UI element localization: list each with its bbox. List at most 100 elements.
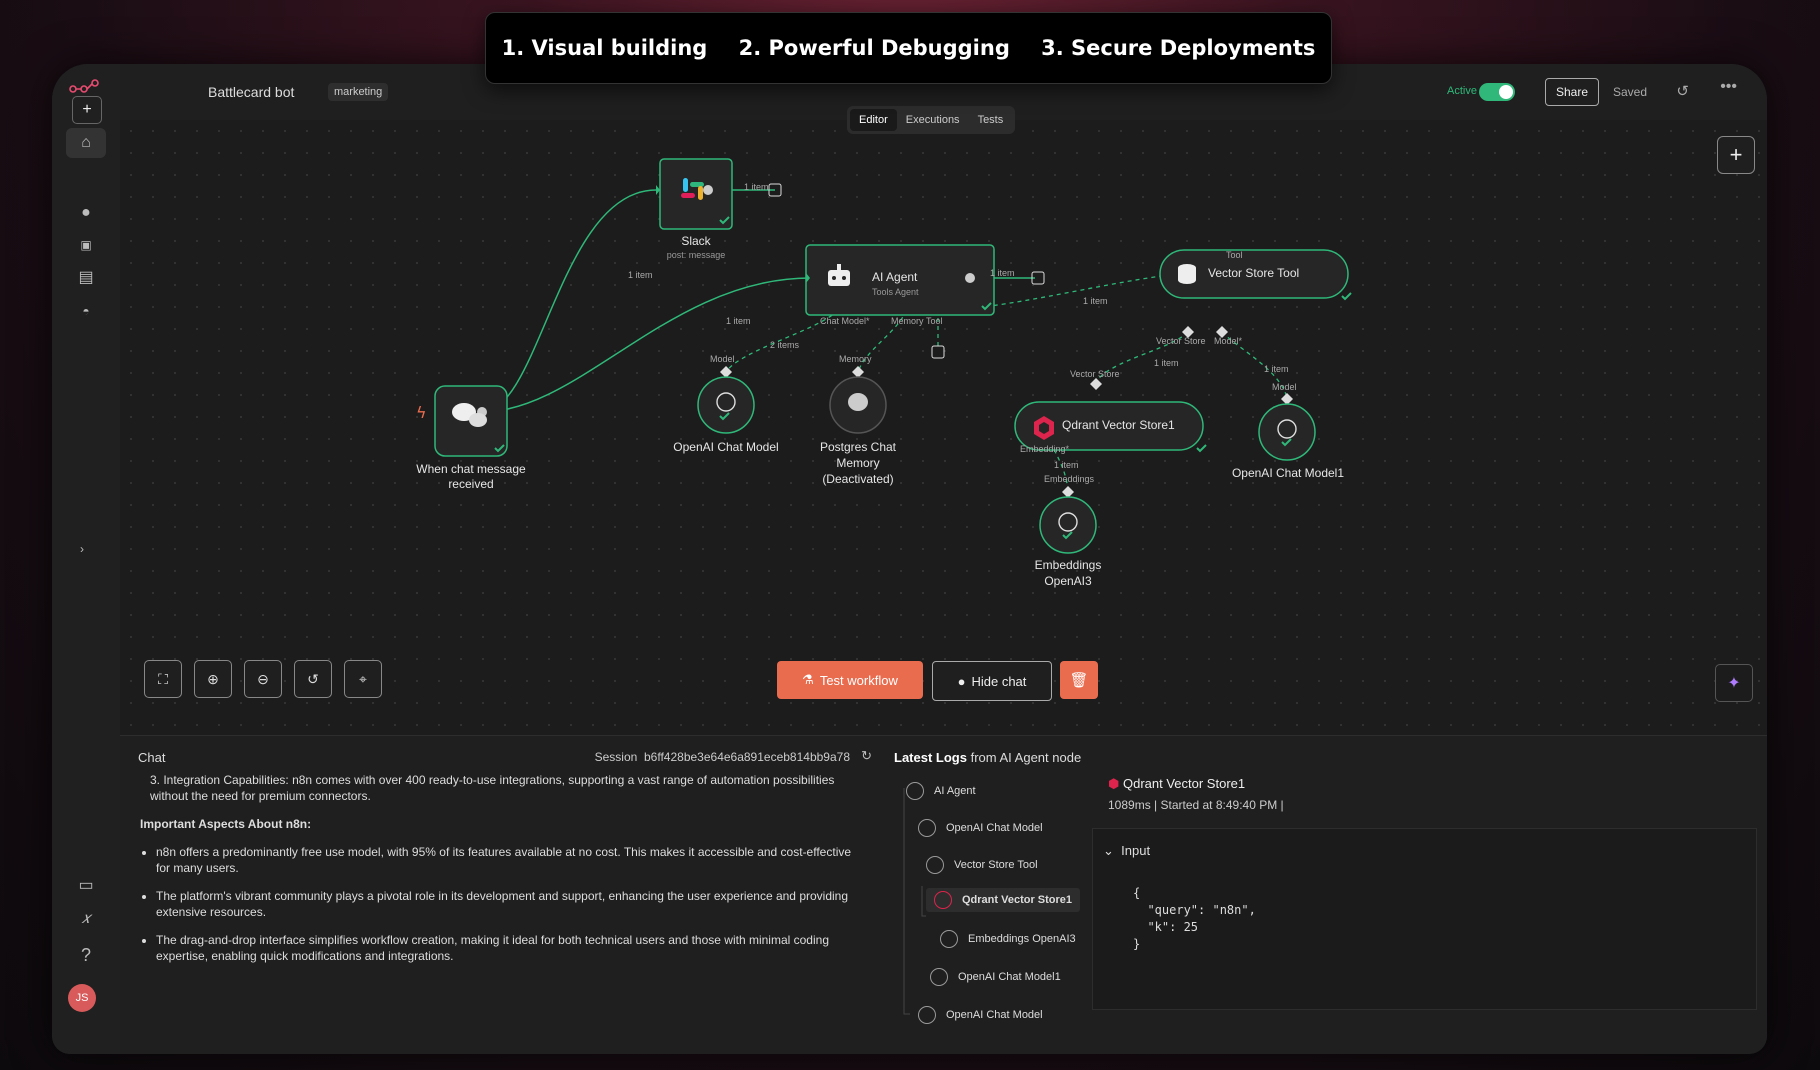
postgres-port: Memory <box>839 354 872 364</box>
workflow-tag[interactable]: marketing <box>328 83 389 101</box>
edge-label: 2 items <box>770 340 800 350</box>
active-toggle[interactable] <box>1479 83 1515 101</box>
tree-item-openai1[interactable]: OpenAI Chat Model1 <box>930 968 1061 986</box>
hide-chat-button[interactable]: ● Hide chat <box>932 661 1052 701</box>
flask-icon: ⚗ <box>802 672 814 687</box>
test-workflow-button[interactable]: ⚗ Test workflow <box>777 661 923 699</box>
chat-line: 3. Integration Capabilities: n8n comes w… <box>150 773 835 803</box>
undo-icon[interactable]: ↺ <box>294 660 332 698</box>
port-tool: Tool <box>926 316 943 326</box>
history-icon[interactable]: ↺ <box>1676 83 1689 100</box>
user-icon[interactable]: ● <box>81 204 91 221</box>
book-icon[interactable]: ▤ <box>78 269 94 286</box>
slack-icon <box>681 178 704 200</box>
delete-icon[interactable]: 🗑 <box>1060 661 1098 699</box>
qdrant-port-bottom: Embedding* <box>1020 444 1070 454</box>
session-info: Session b6ff428be3e64e6a891eceb814bb9a78 <box>595 750 850 764</box>
openai-chat-label: OpenAI Chat Model <box>673 440 779 454</box>
svg-text:ϟ: ϟ <box>416 403 427 422</box>
tree-item-openai2[interactable]: OpenAI Chat Model <box>918 1006 1043 1024</box>
vector-tool-port-model: Model* <box>1214 336 1243 346</box>
sidebar: + ⌂ ● ▣ ▤ ◓ › ▭ 𝑥 ? JS <box>52 64 121 1054</box>
test-workflow-label: Test workflow <box>819 672 898 688</box>
detail-title-text: Qdrant Vector Store1 <box>1122 776 1246 791</box>
logs-title-suffix: from AI Agent node <box>970 750 1082 765</box>
postgres-label-2: Memory <box>836 456 880 470</box>
tree-item-ai-agent[interactable]: AI Agent <box>906 782 976 800</box>
edge-label: 1 item <box>628 270 653 280</box>
zoom-in-icon[interactable]: ⊕ <box>194 660 232 698</box>
share-button[interactable]: Share <box>1544 78 1599 106</box>
robot-icon[interactable]: ▣ <box>80 238 92 252</box>
refresh-session-icon[interactable]: ↻ <box>861 748 872 763</box>
embeddings-shape <box>1039 496 1097 554</box>
edge-model <box>725 309 839 373</box>
qdrant-label: Qdrant Vector Store1 <box>1062 418 1175 432</box>
fit-view-icon[interactable]: ⛶ <box>144 660 182 698</box>
qdrant-port-top: Vector Store <box>1070 369 1120 379</box>
tree-item-vector-tool[interactable]: Vector Store Tool <box>926 856 1038 874</box>
tree-item-embeddings[interactable]: Embeddings OpenAI3 <box>940 930 1076 948</box>
n8n-logo-icon[interactable] <box>66 72 106 102</box>
edge-trigger-agent <box>481 277 811 413</box>
database-icon <box>926 856 944 874</box>
qdrant-shape <box>1014 401 1204 451</box>
tree-lines <box>903 788 926 1015</box>
input-header[interactable]: ⌄ Input <box>1103 843 1150 859</box>
openai-icon-2 <box>1277 419 1297 439</box>
avatar[interactable]: JS <box>68 984 96 1012</box>
tab-editor[interactable]: Editor <box>850 109 897 131</box>
elephant-icon <box>848 393 868 411</box>
robot-icon <box>828 264 850 286</box>
qdrant-icon <box>1034 416 1054 440</box>
vector-tool-label: Vector Store Tool <box>1208 266 1300 280</box>
vector-tool-port-top: Tool <box>1226 250 1243 260</box>
more-icon[interactable]: ••• <box>1720 78 1737 95</box>
qdrant-icon <box>934 891 952 909</box>
vector-tool-shape <box>1159 249 1349 299</box>
expand-sidebar-icon[interactable]: › <box>80 542 84 556</box>
chat-panel: Chat Session b6ff428be3e64e6a891eceb814b… <box>120 735 885 1054</box>
chat-heading: Important Aspects About n8n: <box>140 817 312 831</box>
edge-vector-store <box>1095 331 1189 383</box>
feature-banner: 1. Visual building 2. Powerful Debugging… <box>485 12 1332 84</box>
hat-icon[interactable]: ◓ <box>82 304 90 318</box>
app-window: + ⌂ ● ▣ ▤ ◓ › ▭ 𝑥 ? JS Battlecard bot ma… <box>52 64 1767 1054</box>
tree-label: Vector Store Tool <box>954 859 1038 871</box>
openai-chat1-port: Model <box>1272 382 1297 392</box>
tree-item-openai[interactable]: OpenAI Chat Model <box>918 819 1043 837</box>
tree-label: Embeddings OpenAI3 <box>968 933 1076 945</box>
openai-chat1-label: OpenAI Chat Model1 <box>1231 466 1345 480</box>
tab-tests[interactable]: Tests <box>977 114 1004 126</box>
variables-icon[interactable]: 𝑥 <box>81 910 91 927</box>
home-icon[interactable]: ⌂ <box>66 128 106 158</box>
slack-node-shape <box>659 158 733 230</box>
workflow-name[interactable]: Battlecard bot <box>208 84 295 100</box>
input-section: ⌄ Input { "query": "n8n", "k": 25 } <box>1092 828 1757 1010</box>
detail-sub: 1089ms | Started at 8:49:40 PM | <box>1108 798 1284 812</box>
add-node-button[interactable]: + <box>1717 136 1755 174</box>
edge-label: 1 item <box>990 268 1015 278</box>
tidy-up-icon[interactable]: ⌖ <box>344 660 382 698</box>
workflow-canvas[interactable]: + <box>120 120 1767 735</box>
chat-bullet: The platform's vibrant community plays a… <box>156 888 860 920</box>
postgres-label-3: (Deactivated) <box>822 472 894 486</box>
vector-tool-port-vs: Vector Store <box>1156 336 1206 346</box>
help-icon[interactable]: ? <box>80 944 91 965</box>
session-id: b6ff428be3e64e6a891eceb814bb9a78 <box>644 750 850 764</box>
gift-icon[interactable]: ▭ <box>78 877 94 894</box>
detail-title: ⬢ Qdrant Vector Store1 <box>1108 776 1245 792</box>
port-chat-model: Chat Model* <box>820 316 870 326</box>
logs-title-prefix: Latest Logs <box>894 750 967 765</box>
port-memory: Memory <box>891 316 924 326</box>
tree-item-qdrant[interactable]: Qdrant Vector Store1 <box>926 888 1081 912</box>
edge-vt-model <box>1221 331 1288 399</box>
openai-icon <box>940 930 958 948</box>
zoom-out-icon[interactable]: ⊖ <box>244 660 282 698</box>
tab-executions[interactable]: Executions <box>905 114 960 126</box>
ai-assistant-icon[interactable]: ✦ <box>1715 664 1753 702</box>
edge-label: 1 item <box>1054 460 1079 470</box>
slack-label: Slack <box>681 234 711 248</box>
openai-icon <box>918 819 936 837</box>
add-icon[interactable]: + <box>72 96 102 124</box>
